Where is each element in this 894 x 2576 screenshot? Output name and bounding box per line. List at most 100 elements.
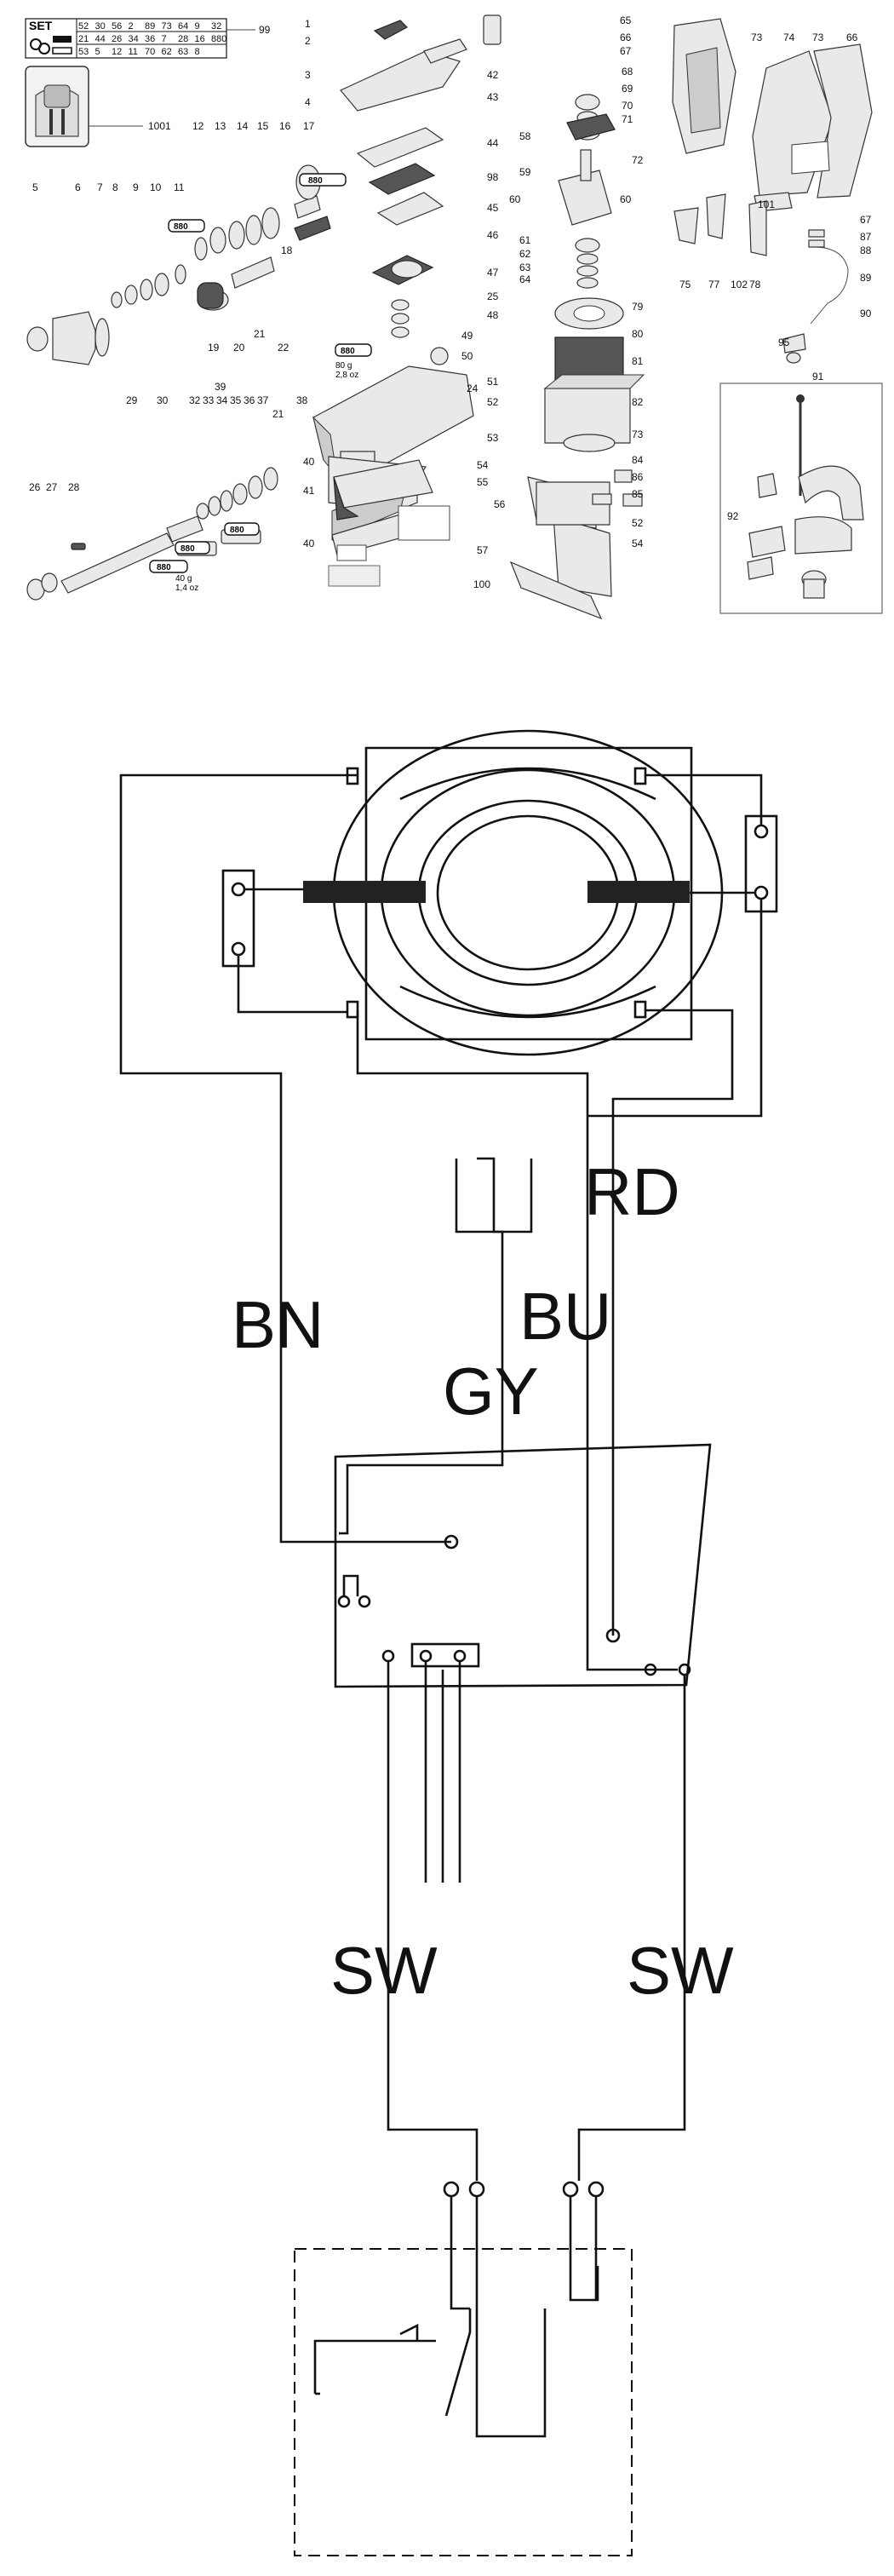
set-tube-icon — [53, 36, 72, 43]
callout-number: 27 — [46, 481, 58, 493]
set-cell: 64 — [178, 21, 188, 32]
set-cell: 30 — [95, 21, 106, 32]
callout-number: 61 — [519, 234, 531, 246]
callout-number: 47 — [487, 267, 499, 279]
weight-ounces: 2,8 oz — [335, 371, 358, 380]
callout-number: 73 — [751, 32, 763, 43]
callout-number: 66 — [846, 32, 858, 43]
callout-number: 44 — [487, 137, 499, 149]
set-header: SET — [29, 19, 53, 32]
top-housing — [340, 14, 501, 226]
grease-tube-label: 880 — [181, 544, 195, 554]
callout-number: 74 — [783, 32, 795, 43]
callout-number: 38 — [296, 394, 308, 406]
callout-number: 87 — [860, 231, 872, 243]
callout-number: 43 — [487, 91, 499, 103]
callout-number: 64 — [519, 273, 531, 285]
callout-number: 60 — [509, 193, 521, 205]
set-cell: 7 — [162, 34, 167, 44]
callout-number: 10 — [150, 181, 162, 193]
callout-number: 25 — [487, 290, 499, 302]
callout-number: 18 — [281, 244, 293, 256]
set-cell: 44 — [95, 34, 106, 44]
callout-number: 32 — [189, 394, 201, 406]
callout-number: 68 — [622, 66, 633, 78]
callout-number: 86 — [632, 471, 644, 483]
callout-number: 59 — [519, 166, 531, 178]
callout-number: 82 — [632, 396, 644, 408]
callout-number: 54 — [477, 459, 489, 471]
callout-number: 66 — [620, 32, 632, 43]
callout-number: 17 — [303, 120, 315, 132]
callout-number: 73 — [632, 428, 644, 440]
callout-number: 15 — [257, 120, 269, 132]
callout-number: 13 — [215, 120, 226, 132]
weight-grams: 80 g — [335, 361, 352, 371]
set-cell: 52 — [78, 21, 89, 32]
set-cell: 12 — [112, 47, 122, 57]
callout-number: 14 — [237, 120, 249, 132]
callout-number: 12 — [192, 120, 204, 132]
callout-number: 39 — [215, 381, 226, 393]
callout-number: 8 — [112, 181, 118, 193]
stator-wiring — [119, 773, 763, 1278]
motor-assembly — [527, 94, 645, 597]
weight-ounces: 1,4 oz — [175, 584, 198, 593]
set-cell: 56 — [112, 21, 122, 32]
set-cell: 70 — [145, 47, 155, 57]
callout-number: 60 — [620, 193, 632, 205]
callout-number: 101 — [758, 198, 775, 210]
set-cell: 11 — [129, 47, 138, 57]
callout-number: 67 — [620, 45, 632, 57]
callout-number: 37 — [257, 394, 269, 406]
callout-number: 5 — [32, 181, 38, 193]
wiring-diagram: BN BU GY RD SW SW — [119, 729, 778, 2556]
callout-number: 98 — [487, 171, 499, 183]
callout-number: 65 — [620, 14, 632, 26]
callout-number: 51 — [487, 376, 499, 388]
set-cell: 8 — [195, 47, 200, 57]
trigger-switch — [294, 2248, 633, 2556]
field-coil-right — [587, 881, 690, 903]
callout-number: 36 — [244, 394, 255, 406]
callout-number: 40 — [303, 456, 315, 468]
set-cell: 62 — [162, 47, 172, 57]
callout-number: 77 — [708, 279, 720, 290]
callout-number: 62 — [519, 248, 531, 260]
callout-number: 2 — [305, 35, 311, 47]
set-cell: 63 — [178, 47, 188, 57]
callout-number: 28 — [68, 481, 80, 493]
field-coil-left — [303, 881, 426, 903]
callout-number: 75 — [679, 279, 691, 290]
set-cell: 34 — [129, 34, 139, 44]
set-cell: 28 — [178, 34, 188, 44]
callout-number: 56 — [494, 498, 506, 510]
grease-tube-label: 880 — [230, 526, 244, 535]
callout-number: 29 — [126, 394, 138, 406]
set-cell: 89 — [145, 21, 155, 32]
callout-number: 30 — [157, 394, 169, 406]
callout-number: 7 — [97, 181, 103, 193]
callout-number: 50 — [461, 350, 473, 362]
set-cell: 73 — [162, 21, 172, 32]
callout-number: 89 — [860, 272, 872, 284]
callout-number: 21 — [254, 328, 266, 340]
set-cell: 21 — [78, 34, 89, 44]
chuck-assembly — [26, 164, 331, 365]
callout-number: 71 — [622, 113, 633, 125]
set-cell: 5 — [95, 47, 100, 57]
callout-number: 1001 — [148, 120, 171, 132]
callout-number: 52 — [487, 396, 499, 408]
lead-wires — [279, 1099, 678, 1671]
set-ring-icon — [38, 43, 50, 55]
set-cell: 880 — [211, 34, 226, 44]
label-sw-left: SW — [330, 1933, 438, 2008]
brush-holder-left — [221, 869, 255, 968]
brush-holder-right — [744, 814, 778, 913]
motor-stator — [303, 729, 724, 1056]
weight-grams: 40 g — [175, 574, 192, 584]
callout-number: 72 — [632, 154, 644, 166]
